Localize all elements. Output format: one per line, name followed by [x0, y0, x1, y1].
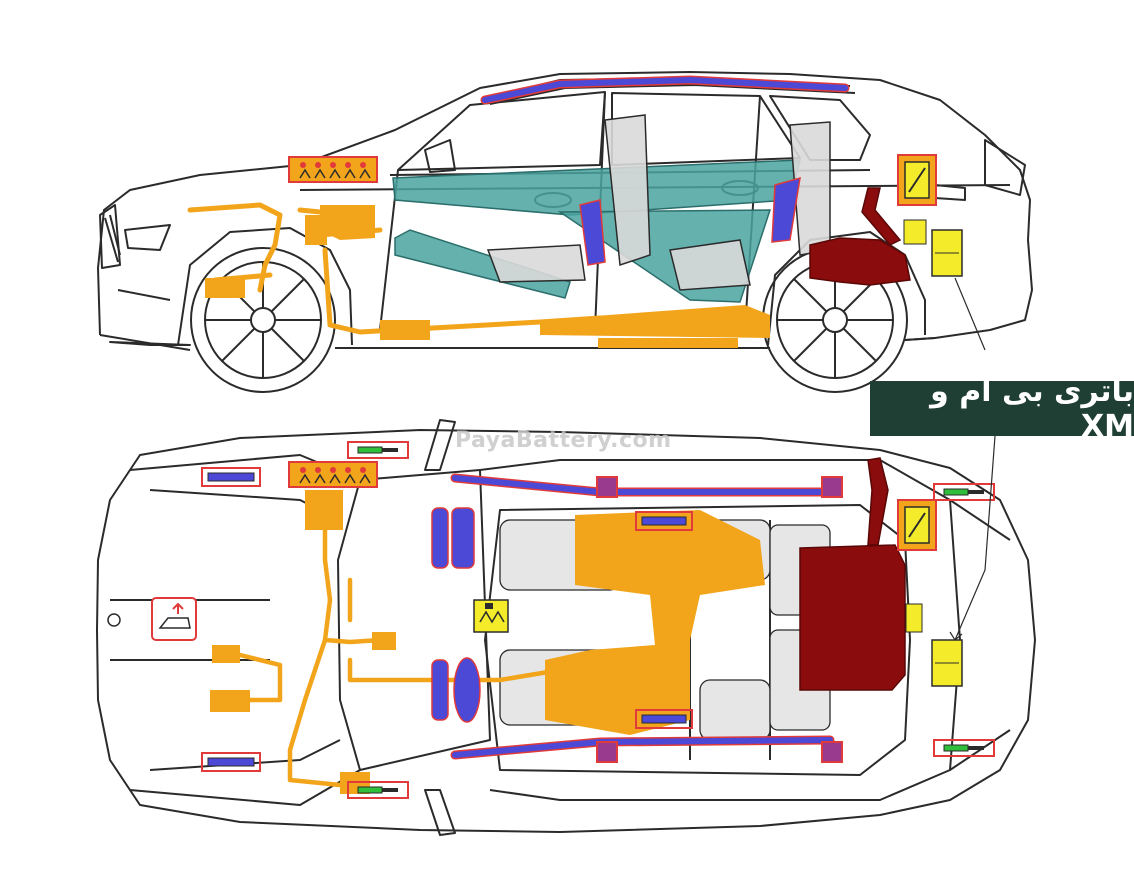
- battery-top: [799, 457, 906, 691]
- battery-icon: [905, 603, 963, 687]
- battery-side: [809, 187, 911, 286]
- watermark-text: PayaBattery.com: [455, 428, 672, 453]
- seat-airbags-side: [579, 176, 801, 266]
- crash-sensor-icon: [473, 599, 509, 633]
- battery-icon: [903, 219, 963, 277]
- front-window: [397, 91, 606, 171]
- hood-release-icon: [151, 597, 197, 641]
- wiring-blocks-top: [210, 490, 765, 794]
- pillar-modules: [596, 476, 843, 763]
- airbag-warning-icon: [288, 156, 378, 183]
- wiring-blocks-side: [205, 205, 770, 348]
- top-body-outline: [96, 429, 1036, 833]
- front-sensors: [201, 467, 693, 772]
- seats-side: [486, 114, 831, 291]
- airbag-warning-icon: [288, 461, 378, 488]
- fuse-icon: [897, 499, 937, 551]
- right-mirror-top: [424, 789, 456, 836]
- page-title-badge: باتری بی ام و XM: [870, 374, 1134, 444]
- page-title: باتری بی ام و XM: [930, 373, 1134, 444]
- fuse-icon: [897, 154, 937, 206]
- left-mirror-top: [424, 419, 456, 471]
- brand-logo-top: [107, 613, 121, 627]
- side-mirror: [424, 139, 456, 173]
- side-sensors: [347, 441, 995, 799]
- front-grille: [99, 204, 121, 269]
- front-airbags-top: [431, 507, 481, 723]
- wiring-harness-top: [237, 497, 563, 788]
